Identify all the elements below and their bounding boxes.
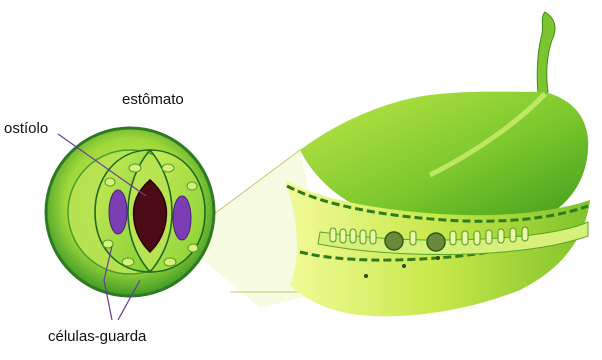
stomata-magnified-view — [46, 128, 214, 296]
leaf-illustration — [285, 12, 590, 316]
diagram-title: estômato — [122, 92, 184, 107]
petiole — [537, 12, 555, 94]
vascular-bundle — [427, 233, 445, 251]
vascular-bundle — [385, 232, 403, 250]
nucleus-right — [173, 196, 191, 240]
guard-cells-label: células-guarda — [48, 329, 146, 344]
ostiole-label: ostíolo — [4, 121, 48, 136]
nucleus-left — [109, 190, 127, 234]
